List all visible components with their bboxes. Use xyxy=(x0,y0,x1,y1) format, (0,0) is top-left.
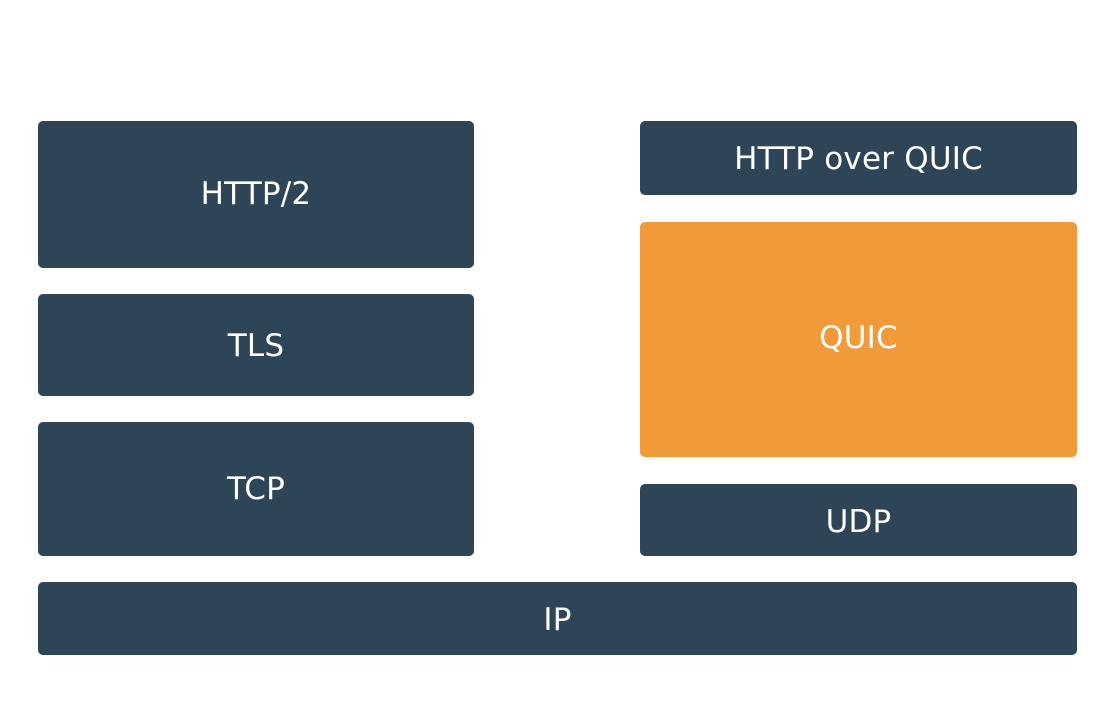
http2-layer: HTTP/2 xyxy=(38,121,474,268)
http2-label: HTTP/2 xyxy=(200,175,312,212)
quic-label: QUIC xyxy=(819,319,898,356)
udp-layer: UDP xyxy=(640,484,1077,556)
tcp-label: TCP xyxy=(226,470,286,507)
udp-label: UDP xyxy=(825,504,892,540)
http-over-quic-layer: HTTP over QUIC xyxy=(640,121,1077,195)
quic-layer: QUIC xyxy=(640,222,1077,457)
http-over-quic-label: HTTP over QUIC xyxy=(734,141,983,177)
ip-layer: IP xyxy=(38,582,1077,655)
ip-label: IP xyxy=(543,601,572,638)
tls-label: TLS xyxy=(227,328,285,364)
tcp-layer: TCP xyxy=(38,422,474,556)
tls-layer: TLS xyxy=(38,294,474,396)
